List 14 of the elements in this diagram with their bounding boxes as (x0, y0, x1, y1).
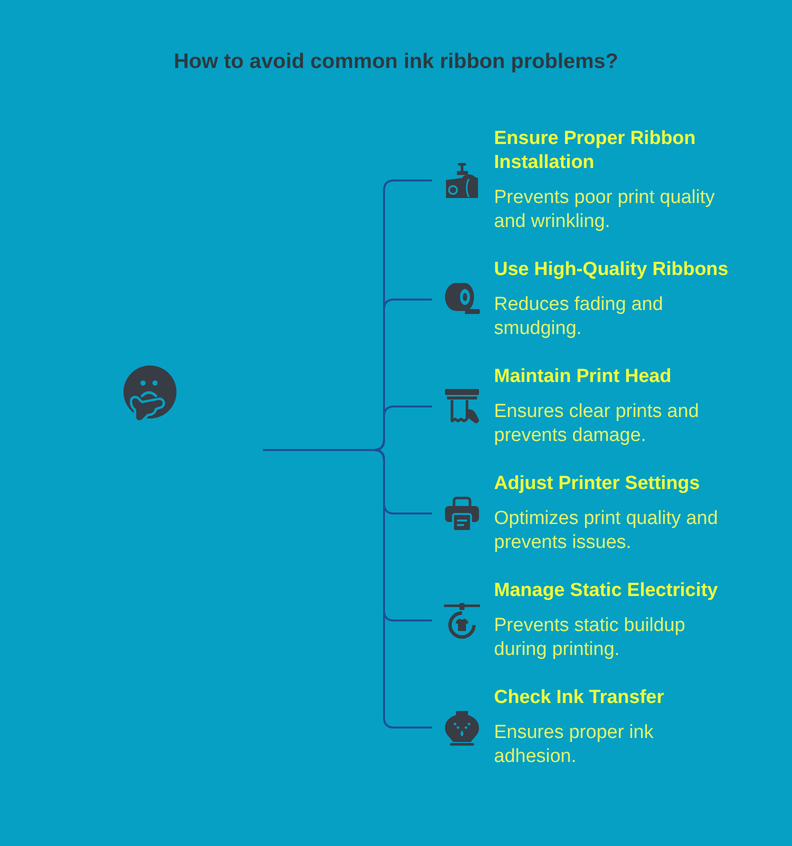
tip-description: Optimizes print quality and prevents issues. (494, 507, 719, 555)
diagram-title: How to avoid common ink ribbon problems? (174, 49, 618, 75)
tip-description: Prevents poor print quality and wrinkling. (494, 186, 716, 234)
tip-heading: Check Ink Transfer (494, 686, 666, 710)
tip-heading: Adjust Printer Settings (494, 472, 701, 496)
connector-line (263, 449, 432, 728)
tip-description: Ensures proper ink adhesion. (494, 721, 654, 769)
tip-heading: Use High-Quality Ribbons (494, 258, 730, 282)
tip-heading: Manage Static Electricity (494, 579, 719, 603)
tip-heading: Maintain Print Head (494, 365, 672, 389)
tip-heading: Ensure Proper Ribbon Installation (494, 127, 697, 175)
tip-description: Prevents static buildup during printing. (494, 614, 686, 662)
tip-description: Ensures clear prints and prevents damage. (494, 400, 700, 448)
tip-description: Reduces fading and smudging. (494, 293, 664, 341)
